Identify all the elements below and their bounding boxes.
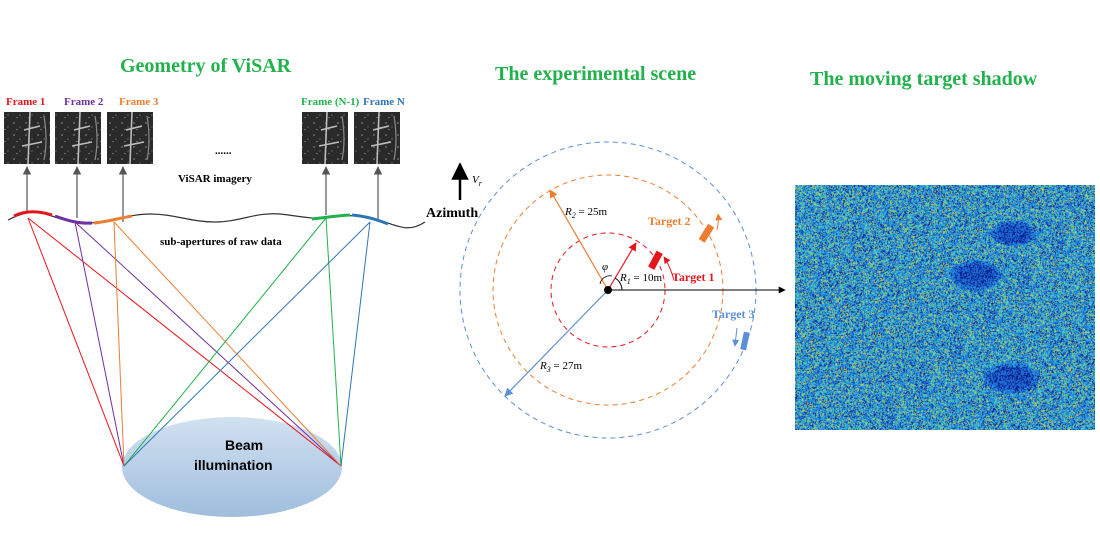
sub-aperture-3	[93, 214, 133, 225]
visar-imagery-label: ViSAR imagery	[178, 173, 252, 185]
angle-arc-marker	[599, 275, 613, 285]
frame-thumbnail-n-minus-1	[302, 111, 348, 165]
phi-label: φ	[602, 261, 608, 273]
radius-arrow-r1	[607, 242, 637, 291]
target-2-direction	[715, 213, 723, 231]
frames-ellipsis: ......	[215, 145, 232, 157]
frame-label-1: Frame 1	[6, 96, 45, 108]
frame-label-n-minus-1: Frame (N-1)	[301, 96, 360, 108]
frame-thumbnail-2	[55, 111, 101, 165]
target-2-marker	[698, 223, 715, 243]
beam-illumination-ellipse	[122, 417, 342, 517]
frame-thumbnail-1	[4, 111, 50, 165]
sub-aperture-n	[351, 213, 389, 226]
sub-aperture-n-minus-1	[311, 213, 351, 221]
frame-label-n: Frame N	[363, 96, 405, 108]
scene-center	[604, 286, 612, 294]
frame-arrows	[22, 166, 383, 222]
velocity-label: Vr	[472, 174, 483, 188]
angle-arc	[614, 277, 623, 291]
frame-label-3: Frame 3	[119, 96, 159, 108]
target-3-direction	[732, 327, 740, 347]
frame-thumbnail-3	[107, 111, 153, 165]
title-experimental-scene: The experimental scene	[495, 63, 697, 85]
radius-label-r2: R2 = 25m	[564, 206, 607, 220]
beam-label-line2: illumination	[194, 457, 273, 473]
beam-lines	[27, 217, 371, 467]
target-1-marker	[648, 250, 663, 270]
moving-target-shadow-image	[795, 185, 1095, 430]
radius-arrow-r3	[504, 289, 609, 397]
title-moving-target-shadow: The moving target shadow	[810, 68, 1038, 90]
target-1-direction	[663, 256, 675, 281]
scene-panel: Vr Azimuth φ R1 = 10m R2 = 25m R3 = 27m …	[426, 141, 786, 439]
target-2-label: Target 2	[648, 214, 691, 228]
sub-aperture-1	[13, 210, 53, 218]
geometry-panel: Frame 1 Frame 2 Frame 3 Frame (N-1) Fram…	[4, 96, 426, 517]
azimuth-label: Azimuth	[426, 206, 478, 221]
radius-label-r1: R1 = 10m	[619, 272, 662, 286]
radius-label-r3: R3 = 27m	[539, 360, 582, 374]
target-3-marker	[740, 331, 750, 351]
title-geometry: Geometry of ViSAR	[120, 55, 292, 77]
target-3-label: Target 3	[712, 307, 755, 321]
frame-thumbnail-n	[354, 111, 400, 165]
beam-label-line1: Beam	[225, 437, 263, 453]
sub-aperture-2	[54, 214, 93, 225]
sub-apertures-label: sub-apertures of raw data	[160, 236, 282, 248]
radius-arrow-r2	[549, 189, 609, 291]
frame-label-2: Frame 2	[64, 96, 104, 108]
target-1-label: Target 1	[672, 270, 715, 284]
